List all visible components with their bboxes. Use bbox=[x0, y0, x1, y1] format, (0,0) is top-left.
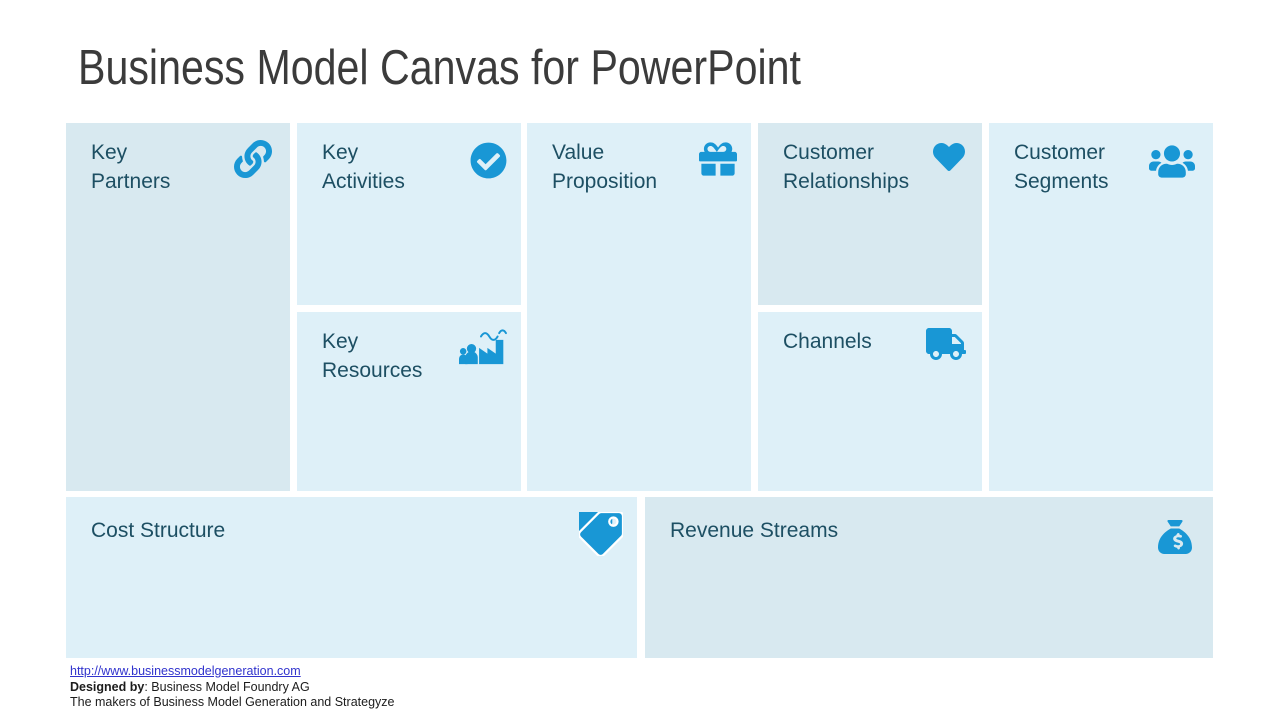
link-icon bbox=[234, 140, 272, 178]
check-circle-icon bbox=[470, 142, 507, 179]
price-tags-icon bbox=[579, 512, 623, 556]
gift-icon bbox=[699, 140, 737, 178]
people-group-icon bbox=[1149, 143, 1195, 180]
box-label-cost-structure: Cost Structure bbox=[91, 519, 226, 542]
box-label-customer-segments: Customer Segments bbox=[1014, 141, 1109, 193]
canvas-box-revenue-streams[interactable]: Revenue Streams bbox=[645, 497, 1213, 658]
box-label-key-activities: Key Activities bbox=[322, 141, 405, 193]
footer-link[interactable]: http://www.businessmodelgeneration.com bbox=[70, 664, 301, 678]
box-label-key-partners: Key Partners bbox=[91, 141, 171, 193]
footer-designed-by: Designed by: Business Model Foundry AG bbox=[70, 679, 310, 694]
canvas-box-value-proposition[interactable]: Value Proposition bbox=[527, 123, 751, 491]
canvas-box-customer-segments[interactable]: Customer Segments bbox=[989, 123, 1213, 491]
page-title: Business Model Canvas for PowerPoint bbox=[78, 41, 801, 95]
canvas-box-cost-structure[interactable]: Cost Structure bbox=[66, 497, 637, 658]
canvas-box-customer-relationships[interactable]: Customer Relationships bbox=[758, 123, 982, 305]
canvas-box-key-partners[interactable]: Key Partners bbox=[66, 123, 290, 491]
box-label-revenue-streams: Revenue Streams bbox=[670, 519, 839, 542]
footer-makers-line: The makers of Business Model Generation … bbox=[70, 695, 395, 709]
canvas-box-key-resources[interactable]: Key Resources bbox=[297, 312, 521, 491]
truck-icon bbox=[926, 328, 966, 360]
footer: http://www.businessmodelgeneration.com D… bbox=[70, 664, 394, 711]
box-label-value-proposition: Value Proposition bbox=[552, 141, 658, 193]
box-label-channels: Channels bbox=[783, 330, 872, 353]
box-label-customer-relationships: Customer Relationships bbox=[783, 141, 910, 193]
canvas-box-key-activities[interactable]: Key Activities bbox=[297, 123, 521, 305]
canvas-box-channels[interactable]: Channels bbox=[758, 312, 982, 491]
money-bag-icon bbox=[1158, 515, 1192, 559]
factory-icon bbox=[459, 328, 509, 370]
box-label-key-resources: Key Resources bbox=[322, 330, 423, 382]
heart-icon bbox=[931, 141, 967, 173]
